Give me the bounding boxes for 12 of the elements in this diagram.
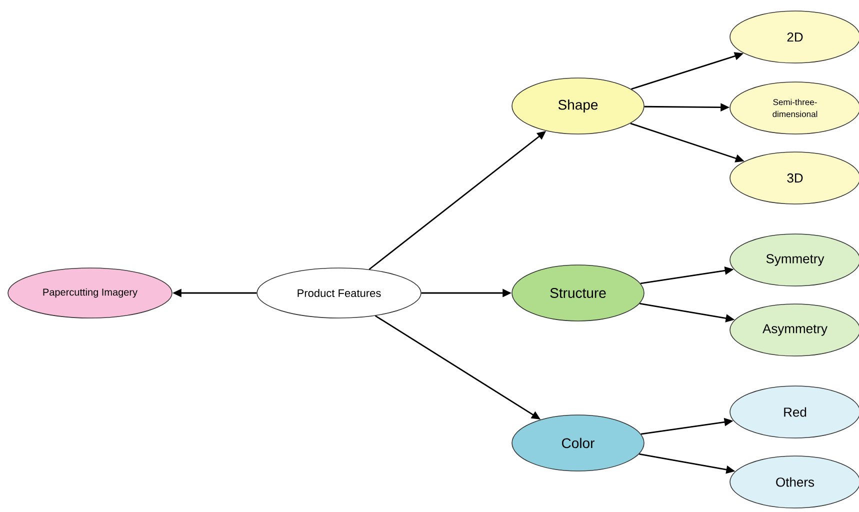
ellipse-node: Product Features (256, 268, 422, 318)
ellipse-node: Color (512, 414, 644, 472)
ellipse-node: Semi-three-dimensional (730, 82, 859, 134)
ellipse-node: Red (730, 386, 859, 438)
ellipse-node: Shape (512, 78, 644, 134)
ellipse-node: Symmetry (730, 234, 859, 286)
ellipse-node: Others (730, 456, 859, 508)
ellipse-node: 2D (730, 10, 859, 64)
ellipse-node: Asymmetry (730, 304, 859, 356)
ellipse-node: 3D (730, 152, 859, 204)
ellipse-node: Structure (512, 264, 644, 322)
ellipse-node: Papercutting Imagery (8, 268, 172, 318)
